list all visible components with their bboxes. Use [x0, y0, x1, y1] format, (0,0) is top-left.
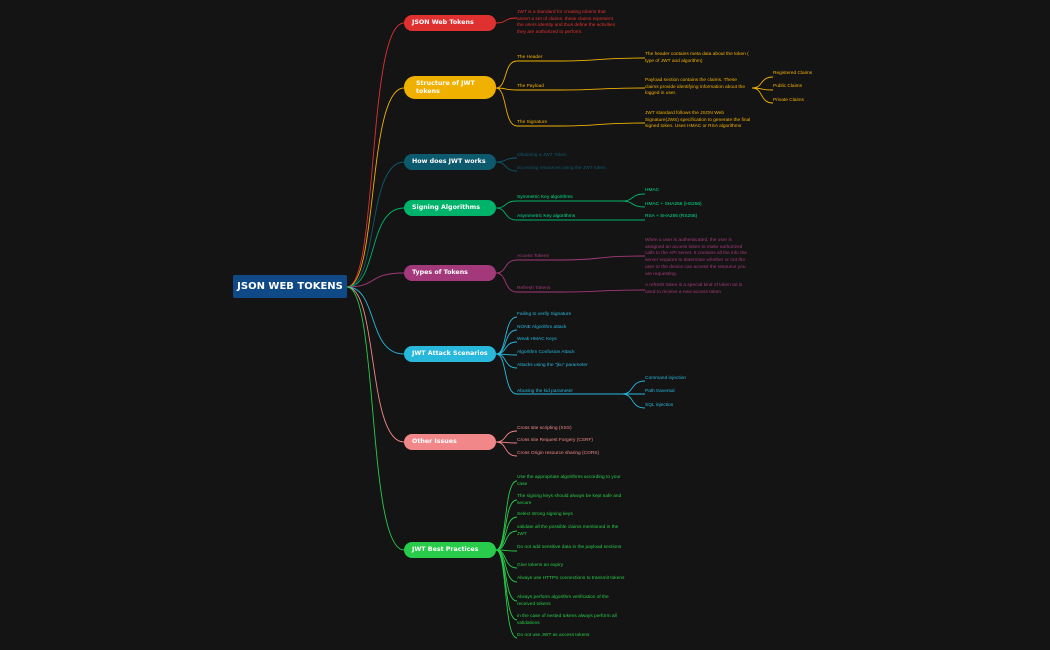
other-issue-item[interactable]: Cross site scripting (XSS)	[517, 426, 572, 431]
best-practice-item[interactable]: The signing keys should always be kept s…	[517, 494, 622, 506]
connector	[346, 272, 405, 288]
connector	[346, 22, 405, 288]
refresh-tokens-note: A refresh token is a special kind of tok…	[645, 283, 743, 295]
branch-other-issues[interactable]: Other Issues	[404, 434, 496, 450]
refresh-tokens[interactable]: Refresh Tokens	[517, 286, 551, 291]
connector	[495, 499, 518, 551]
best-practice-item[interactable]: Do not add sensitive data in the payload…	[517, 545, 622, 550]
connector	[621, 193, 646, 202]
branch-signing-algorithms[interactable]: Signing Algorithms	[404, 200, 496, 216]
best-practice-item[interactable]: Give tokens an expiry	[517, 563, 564, 568]
connector	[495, 353, 518, 395]
access-tokens[interactable]: Access Tokens	[517, 254, 549, 259]
connector	[495, 549, 518, 639]
connector	[495, 200, 518, 209]
connector	[495, 207, 518, 221]
connector	[621, 393, 646, 409]
how-item-obtaining[interactable]: Obtaining a JWT Token	[517, 153, 567, 158]
connector	[346, 207, 405, 288]
connector	[495, 516, 518, 551]
how-item-accessing[interactable]: accessing resources using the JWT token	[517, 166, 606, 171]
connector	[621, 380, 646, 395]
root-node[interactable]: JSON WEB TOKENS	[233, 275, 347, 298]
other-issue-item[interactable]: Cross Origin resource sharing (CORS)	[517, 451, 600, 456]
algo-hmac[interactable]: HMAC	[645, 188, 660, 193]
connector	[495, 87, 518, 127]
connector	[495, 329, 518, 355]
attack-item[interactable]: Failing to verify Signature	[517, 312, 572, 317]
connector	[346, 161, 405, 288]
best-practice-item[interactable]: in the case of nested tokens always perf…	[517, 614, 617, 626]
claim-private[interactable]: Private Claims	[773, 98, 804, 103]
access-tokens-note: When a user is authenticated, the user i…	[645, 238, 747, 277]
attack-item[interactable]: Weak HMAC Keys	[517, 337, 557, 342]
connector	[346, 286, 405, 443]
connector	[495, 272, 518, 293]
best-practice-item[interactable]: Always use HTTPS connections to transmit…	[517, 576, 625, 581]
payload-note: Payload section contains the claims. The…	[645, 78, 745, 97]
connector	[559, 122, 646, 127]
other-issue-item[interactable]: Cross site Request Forgery (CSRF)	[517, 438, 593, 443]
connector	[495, 87, 518, 91]
connector	[559, 57, 646, 62]
kid-path-traversal[interactable]: Path traversal	[645, 389, 675, 394]
connector	[495, 530, 518, 551]
attack-item[interactable]: Attacks using the "jku" parameter	[517, 363, 588, 368]
connector	[495, 161, 518, 172]
connector	[621, 200, 646, 208]
best-practice-item[interactable]: Select strong signing keys	[517, 512, 573, 517]
connector	[495, 259, 518, 274]
branch-how-jwt-works[interactable]: How does JWT works	[404, 154, 496, 170]
connector	[495, 17, 518, 24]
best-practice-item[interactable]: Always perform algorithm verification of…	[517, 595, 609, 607]
connector	[346, 286, 405, 551]
branch-json-web-tokens[interactable]: JSON Web Tokens	[404, 15, 496, 31]
asymmetric-key-algorithms[interactable]: Asymmetric Key algorithms	[517, 214, 576, 219]
branch-types-of-tokens[interactable]: Types of Tokens	[404, 265, 496, 281]
connector	[495, 549, 518, 583]
connector	[495, 341, 518, 355]
connector	[559, 87, 646, 91]
best-practice-item[interactable]: validate all the possible claims mention…	[517, 525, 619, 537]
structure-payload[interactable]: The Payload	[517, 84, 544, 89]
structure-signature[interactable]: The Signature	[517, 120, 548, 125]
attack-kid-parameter[interactable]: Abusing the kid parameter	[517, 389, 573, 394]
symmetric-key-algorithms[interactable]: Symmetric Key algorithms	[517, 195, 573, 200]
connector	[495, 60, 518, 89]
connector	[495, 157, 518, 163]
connector	[559, 255, 646, 261]
branch-best-practices[interactable]: JWT Best Practices	[404, 542, 496, 558]
connector	[559, 289, 646, 293]
kid-command-injection[interactable]: Command injection	[645, 376, 687, 381]
signature-note: JWT standard follows the JSON Web Signat…	[645, 111, 751, 130]
connector	[346, 87, 405, 288]
connector	[495, 316, 518, 355]
best-practice-item[interactable]: Do not use JWT as access tokens	[517, 633, 590, 638]
claim-public[interactable]: Public Claims	[773, 84, 803, 89]
algo-rs256[interactable]: RSA + SHA256 (RS256)	[645, 214, 698, 219]
best-practice-item[interactable]: Use the appropriate algorithms according…	[517, 475, 621, 487]
connector	[495, 430, 518, 443]
structure-header[interactable]: The Header	[517, 55, 543, 60]
connector	[346, 286, 405, 355]
claim-registered[interactable]: Registered Claims	[773, 71, 813, 76]
branch-attack-scenarios[interactable]: JWT Attack Scenarios	[404, 346, 496, 362]
connector	[751, 76, 774, 89]
attack-item[interactable]: Algorithm Confusion Attack	[517, 350, 575, 355]
jwt-definition-text: JWT is a standard for creating tokens th…	[517, 10, 616, 36]
header-note: The header contains meta data about the …	[645, 52, 749, 64]
branch-structure[interactable]: Structure of JWT tokens	[404, 76, 496, 99]
kid-sql-injection[interactable]: SQL injection	[645, 403, 674, 408]
algo-hs256[interactable]: HMAC + SHA256 (HS256)	[645, 202, 702, 207]
connector	[495, 441, 518, 457]
attack-item[interactable]: NONE Algorithm attack	[517, 325, 567, 330]
connector	[495, 353, 518, 369]
